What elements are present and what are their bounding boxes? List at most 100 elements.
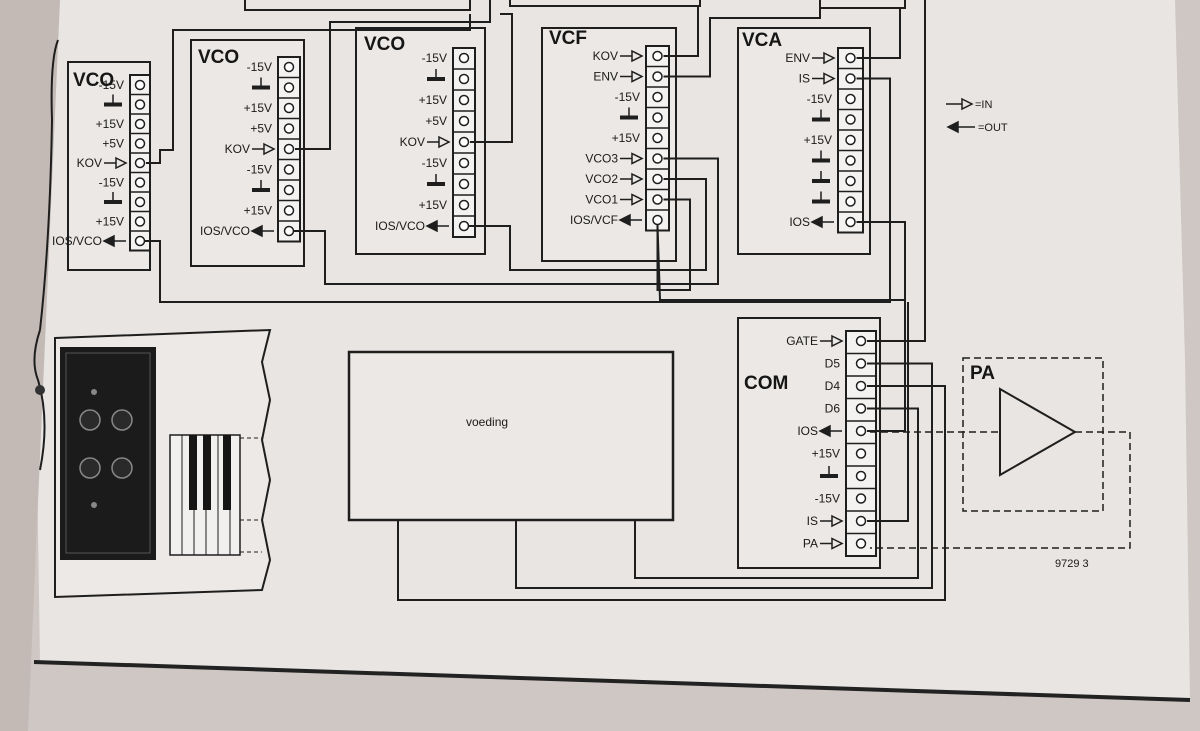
vca-terminal <box>845 73 856 84</box>
vco1-pin-label: +5V <box>102 137 124 151</box>
vca-pin-label: +15V <box>804 133 832 147</box>
vco3-terminal <box>458 52 470 64</box>
vcf-pin-label: +15V <box>612 131 640 145</box>
ground-symbol <box>252 188 270 192</box>
vco3-pin-label: -15V <box>422 51 447 65</box>
vco1-title: VCO <box>73 70 114 91</box>
input-arrow-icon <box>820 514 844 528</box>
vca-terminal <box>845 52 856 64</box>
ground-symbol <box>820 474 838 478</box>
vco3-pin-label: +15V <box>419 93 447 107</box>
input-arrow-icon <box>620 49 644 63</box>
input-arrow-icon <box>820 334 844 348</box>
input-arrow-icon <box>427 135 451 149</box>
vco2-terminal <box>283 82 295 93</box>
legend-out-label: =OUT <box>978 122 1008 134</box>
vco2-pin-label: +5V <box>250 122 272 136</box>
vco1-pin-label: IOS/VCO <box>52 234 102 248</box>
com-terminal <box>855 425 867 437</box>
vco3-pin-label: +15V <box>419 198 447 212</box>
com-pin-label: +15V <box>812 447 840 461</box>
vcf-title: VCF <box>549 28 587 49</box>
vca-pin-label: ENV <box>785 51 810 65</box>
ground-symbol <box>427 77 445 81</box>
output-arrow-icon <box>618 213 642 227</box>
vco2-pin-label: -15V <box>247 60 272 74</box>
vca-terminal <box>845 155 856 166</box>
com-pin-label: IOS <box>797 424 818 438</box>
vco3-terminal <box>458 220 470 232</box>
vco3-terminal <box>458 73 470 85</box>
vca-terminal <box>845 216 856 228</box>
vca-terminal <box>845 93 856 105</box>
vcf-terminal <box>652 71 663 82</box>
vco2-pin-label: IOS/VCO <box>200 224 250 238</box>
vco3-terminal <box>458 157 470 169</box>
vco1-terminal <box>134 99 146 110</box>
com-pin-label: IS <box>807 514 818 528</box>
vco1-pin-label: KOV <box>77 156 102 170</box>
voeding-label: voeding <box>466 415 508 429</box>
vcf-pin-label: VCO1 <box>585 193 618 207</box>
vco1-terminal <box>134 157 146 169</box>
input-arrow-icon <box>104 156 128 170</box>
page-surface <box>30 0 1190 700</box>
top-wiring <box>39 0 906 331</box>
vco2-title: VCO <box>198 47 239 68</box>
voeding-box: voeding <box>347 350 675 522</box>
vco2-terminal <box>283 225 295 237</box>
ground-symbol <box>812 199 830 204</box>
com-pin-label: D4 <box>825 379 841 393</box>
bottom-rule <box>33 660 1191 702</box>
output-arrow-icon <box>250 224 274 238</box>
modules-layer: VCO-15V+15V+5VKOV-15V+15VIOS/VCOVCO-15V+… <box>52 27 881 569</box>
keyboard-unit <box>33 328 272 599</box>
knob-1 <box>79 409 101 431</box>
vco2-terminal <box>283 143 295 155</box>
wires-layer <box>145 0 946 601</box>
input-arrow-icon <box>946 97 974 111</box>
vco1-terminal <box>134 216 146 227</box>
input-arrow-icon <box>620 152 644 165</box>
vco2-terminal <box>283 102 295 114</box>
ground-symbol <box>812 158 830 163</box>
vcf-terminal <box>652 91 663 103</box>
ground-symbol <box>104 200 122 204</box>
vcf-terminal <box>652 173 663 185</box>
ground-symbol <box>252 85 270 90</box>
input-arrow-icon <box>620 70 644 83</box>
vco3-terminal <box>458 199 470 211</box>
vca-terminal <box>845 134 856 146</box>
vco2-terminal <box>283 184 295 196</box>
vcf-terminal <box>652 194 663 205</box>
vca-pin-label: -15V <box>807 92 832 106</box>
knob-4 <box>111 457 133 479</box>
vcf-terminal <box>652 132 663 144</box>
vca-title: VCA <box>742 30 782 51</box>
pa-box <box>870 357 1131 549</box>
vco1-pin-label: +15V <box>96 215 124 229</box>
vco2-pin-label: +15V <box>244 101 272 115</box>
vco1-pin-label: +15V <box>96 117 124 131</box>
page-shadow <box>0 0 60 731</box>
knob-3 <box>79 457 101 479</box>
vca-pin-label: IS <box>799 72 810 86</box>
piano-keys <box>169 434 262 556</box>
vco3-pin-label: IOS/VCO <box>375 219 425 233</box>
vcf-terminal <box>652 50 663 62</box>
com-pin-label: -15V <box>815 492 840 506</box>
com-title: COM <box>744 373 788 394</box>
com-terminal <box>855 515 867 527</box>
vcf-pin-label: -15V <box>615 90 640 104</box>
vca-terminal <box>845 175 856 187</box>
vca-terminal <box>845 196 856 207</box>
vco3-terminal <box>458 94 470 106</box>
vco3-title: VCO <box>364 34 405 55</box>
ground-symbol <box>620 115 638 120</box>
